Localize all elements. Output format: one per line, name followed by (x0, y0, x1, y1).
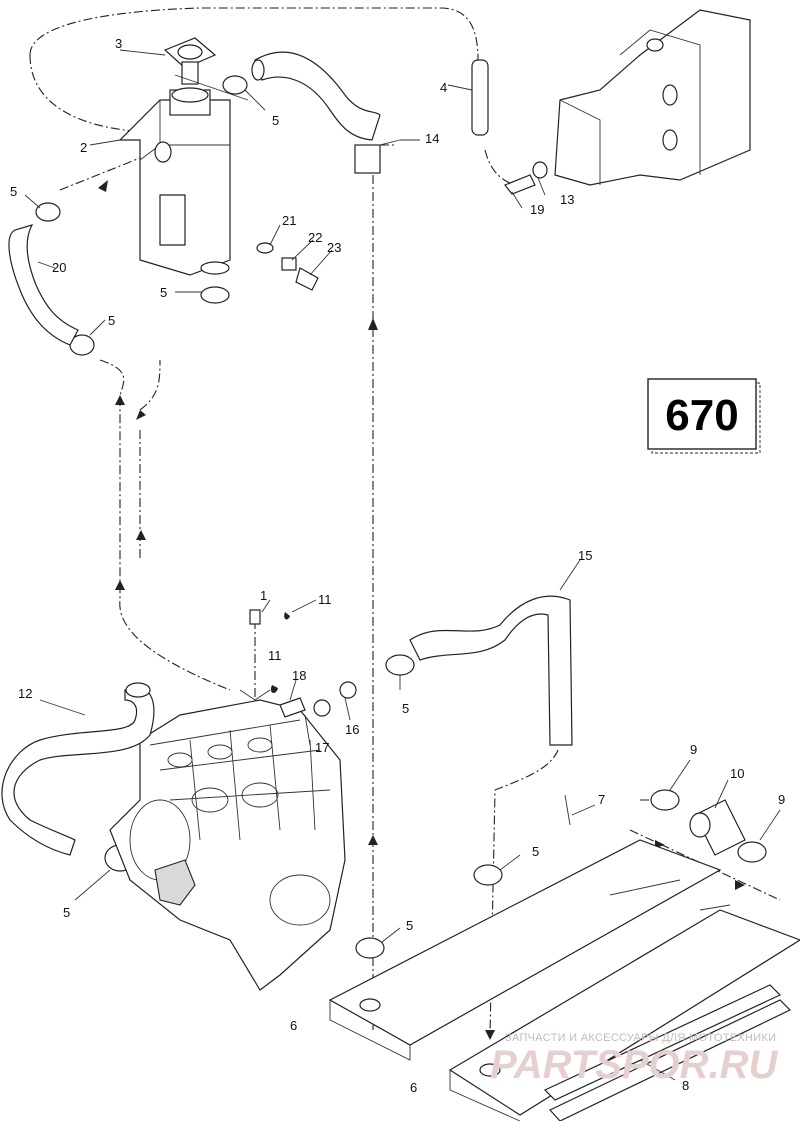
callout-5-hose20: 5 (108, 313, 115, 328)
callout-7: 7 (598, 792, 605, 807)
callout-5-left: 5 (10, 184, 17, 199)
callout-12: 12 (18, 686, 32, 701)
callout-21: 21 (282, 213, 296, 228)
callout-8: 8 (682, 1078, 689, 1093)
callout-labels: 3 2 4 14 5 5 20 5 5 21 22 23 13 19 15 1 … (10, 36, 785, 1095)
engine-model-box: 670 (647, 378, 761, 454)
engine-model-label: 670 (665, 391, 738, 440)
small-fittings (239, 609, 357, 718)
hose-clamps (35, 75, 503, 959)
leader-lines (24, 49, 781, 1081)
overflow-hose-upper (251, 51, 381, 174)
callout-5-top: 5 (272, 113, 279, 128)
watermark-tagline: ЗАПЧАСТИ И АКСЕССУАРЫ ДЛЯ МОТОТЕХНИКИ (505, 1032, 776, 1044)
thermostat-and-clamps (564, 789, 767, 863)
callout-14: 14 (425, 131, 439, 146)
callout-3: 3 (115, 36, 122, 51)
callout-10: 10 (730, 766, 744, 781)
hose-15 (409, 595, 573, 746)
callout-5-tank: 5 (160, 285, 167, 300)
fitting-13-19 (504, 161, 548, 195)
callout-5-engine: 5 (63, 905, 70, 920)
callout-13: 13 (560, 192, 574, 207)
callout-5-return: 5 (532, 844, 539, 859)
callout-6-lower: 6 (410, 1080, 417, 1095)
callout-22: 22 (308, 230, 322, 245)
callout-17: 17 (315, 740, 329, 755)
vent-tube (471, 59, 489, 136)
hose-20 (8, 224, 79, 346)
flow-arrows (98, 180, 745, 1040)
pressure-cap (163, 37, 217, 85)
callout-1: 1 (260, 588, 267, 603)
callout-11-lower: 11 (268, 648, 282, 663)
callout-15: 15 (578, 548, 592, 563)
callout-18: 18 (292, 668, 306, 683)
callout-23: 23 (327, 240, 341, 255)
callout-4: 4 (440, 80, 447, 95)
callout-2: 2 (80, 140, 87, 155)
hose-12 (1, 682, 155, 856)
callout-9-left: 9 (690, 742, 697, 757)
callout-16: 16 (345, 722, 359, 737)
coolant-tank (118, 87, 231, 276)
callout-5-radiator: 5 (406, 918, 413, 933)
callout-5-hose15: 5 (402, 701, 409, 716)
watermark-logo: PARTSPOR.RU (490, 1043, 779, 1087)
callout-19: 19 (530, 202, 544, 217)
engine-fitting-block (554, 9, 751, 186)
callout-9-right: 9 (778, 792, 785, 807)
engine-block (109, 699, 346, 991)
callout-20: 20 (52, 260, 66, 275)
callout-11-upper: 11 (318, 592, 332, 607)
heat-exchangers (328, 839, 800, 1121)
watermark: ЗАПЧАСТИ И АКСЕССУАРЫ ДЛЯ МОТОТЕХНИКИ PA… (490, 1032, 779, 1087)
callout-6-upper: 6 (290, 1018, 297, 1033)
mounting-hardware (256, 242, 319, 291)
